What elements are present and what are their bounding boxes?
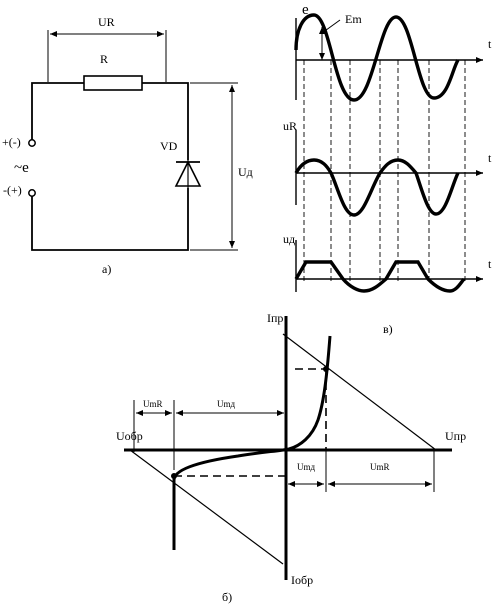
ur-axis-label: uR bbox=[283, 119, 297, 133]
load-line-forward bbox=[282, 333, 437, 451]
terminal-top bbox=[28, 139, 36, 147]
wire-top-right bbox=[142, 82, 189, 160]
i-obr-label: Iобр bbox=[291, 573, 313, 587]
umr-right-label: UmR bbox=[370, 462, 390, 472]
panel-a-caption: а) bbox=[102, 262, 111, 276]
circuit-panel: UR R VD Uд +(-) -(+) ~e а) bbox=[2, 15, 253, 276]
operating-point-forward bbox=[323, 366, 329, 372]
source-label: ~e bbox=[14, 160, 29, 176]
load-line-reverse bbox=[129, 449, 284, 565]
wire-top-left bbox=[31, 82, 84, 140]
u-obr-label: Uобр bbox=[116, 429, 143, 443]
ud-label: Uд bbox=[238, 165, 253, 179]
em-label: Em bbox=[345, 12, 362, 26]
e-axis-label: e bbox=[302, 2, 309, 18]
panel-v-caption: в) bbox=[383, 322, 393, 336]
diode-label: VD bbox=[160, 139, 178, 153]
em-leader bbox=[321, 19, 341, 34]
resistor-label: R bbox=[100, 52, 108, 66]
wire-bottom bbox=[31, 188, 189, 251]
ur-label: UR bbox=[98, 15, 115, 29]
terminal-bottom bbox=[28, 189, 36, 197]
operating-point-reverse bbox=[171, 473, 177, 479]
iv-panel: Iпр Iобр Uобр Uпр UmR Umд Umд UmR б) bbox=[116, 311, 466, 604]
ur-waveform bbox=[294, 158, 460, 217]
resistor-symbol bbox=[83, 75, 143, 91]
t-label-1: t bbox=[488, 37, 492, 51]
umr-left-label: UmR bbox=[143, 399, 163, 409]
e-waveform bbox=[294, 13, 460, 102]
u-pr-label: Uпр bbox=[445, 429, 466, 443]
iv-curve bbox=[172, 335, 332, 550]
terminal-bottom-label: -(+) bbox=[3, 183, 22, 197]
ud-axis-label: uд bbox=[283, 232, 295, 246]
umd-right-label: Umд bbox=[297, 462, 316, 472]
umd-left-label: Umд bbox=[217, 399, 236, 409]
terminal-top-label: +(-) bbox=[2, 135, 21, 149]
ud-waveform bbox=[294, 260, 466, 293]
t-label-2: t bbox=[488, 151, 492, 165]
panel-b-caption: б) bbox=[222, 590, 232, 604]
waveform-panel: e Em t uR t uд t в) bbox=[283, 2, 492, 336]
i-pr-label: Iпр bbox=[267, 311, 283, 325]
t-label-3: t bbox=[488, 257, 492, 271]
